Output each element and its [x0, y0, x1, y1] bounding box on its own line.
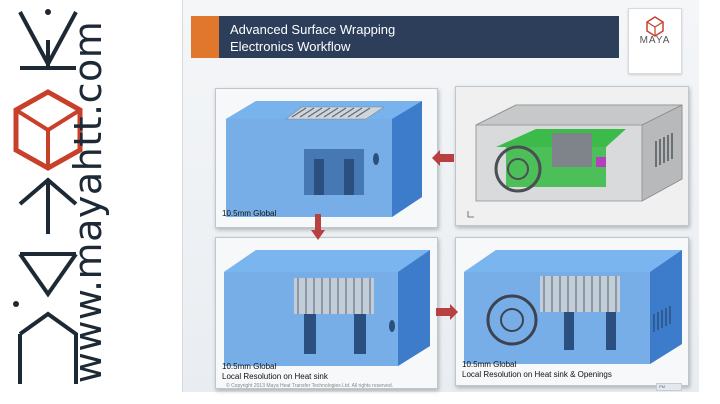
- slide-subtitle: Electronics Workflow: [230, 39, 351, 54]
- heat-sink-mesh-render: [216, 238, 437, 388]
- arrow-down-icon: [311, 214, 325, 240]
- caption-heat-sink-line2: Local Resolution on Heat sink: [222, 372, 328, 381]
- brand-url[interactable]: www.mayahtt.com: [66, 20, 110, 384]
- corner-logo-text: MAYA: [639, 35, 671, 46]
- slide-title: Advanced Surface Wrapping: [230, 22, 396, 37]
- panel-cad-assembly[interactable]: [455, 86, 689, 226]
- arrow-right-icon: [436, 304, 458, 320]
- panel-heat-sink[interactable]: 10.5mm Global Local Resolution on Heat s…: [215, 237, 438, 389]
- caption-openings-line1: 10.5mm Global: [462, 360, 517, 369]
- title-accent: [191, 16, 219, 58]
- arrow-left-icon: [432, 150, 454, 166]
- caption-openings-line2: Local Resolution on Heat sink & Openings: [462, 370, 612, 379]
- copyright-text: © Copyright 2013 Maya Heat Transfer Tech…: [226, 383, 394, 389]
- brand-strip: www.mayahtt.com: [0, 0, 180, 404]
- caption-global: 10.5mm Global: [222, 209, 277, 218]
- footer-box: PM: [656, 383, 682, 391]
- corner-logo: MAYA: [628, 8, 682, 74]
- maya-logo: [13, 9, 83, 384]
- maya-small-logo-icon: [646, 16, 664, 37]
- caption-heat-sink-line1: 10.5mm Global: [222, 362, 277, 371]
- cad-assembly-render: [456, 87, 688, 225]
- global-mesh-render: [216, 89, 437, 227]
- panel-heat-sink-openings[interactable]: 10.5mm Global Local Resolution on Heat s…: [455, 237, 689, 386]
- title-bar: [219, 16, 619, 58]
- panel-global-mesh[interactable]: 10.5mm Global: [215, 88, 438, 228]
- heat-sink-openings-mesh-render: [456, 238, 688, 385]
